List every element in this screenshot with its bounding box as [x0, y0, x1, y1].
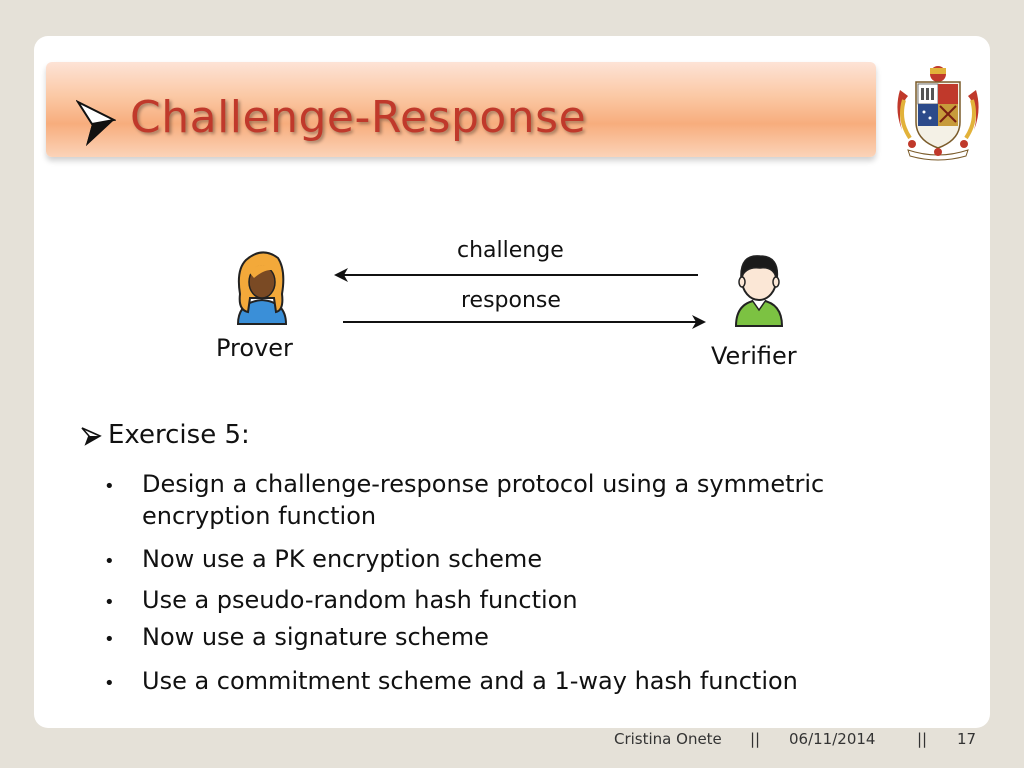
response-label: response: [461, 288, 561, 313]
exercise-heading-row: Exercise 5:: [80, 420, 250, 450]
prover-avatar-icon: [236, 251, 288, 325]
prover-label: Prover: [216, 334, 293, 362]
verifier-avatar-icon: [734, 255, 784, 327]
coat-of-arms-logo: [890, 60, 986, 164]
message-arrows: [334, 268, 706, 329]
footer-date: 06/11/2014: [789, 730, 876, 748]
bullet-marker: •: [104, 629, 115, 650]
slide-title: Challenge-Response: [130, 92, 587, 143]
exercise-arrow-icon: [81, 426, 102, 446]
footer-author: Cristina Onete: [614, 730, 722, 748]
bullet-marker: •: [104, 476, 115, 497]
footer-separator: ||: [750, 730, 761, 748]
footer-page-number: 17: [957, 730, 977, 748]
challenge-label: challenge: [457, 238, 564, 263]
title-banner: [46, 62, 876, 157]
bullet-item-1: Design a challenge-response protocol usi…: [142, 470, 825, 530]
bullet-item-3: Use a pseudo-random hash function: [142, 586, 578, 614]
bullet-item-5: Use a commitment scheme and a 1-way hash…: [142, 667, 798, 695]
exercise-heading: Exercise 5:: [108, 420, 250, 450]
bullet-marker: •: [104, 673, 115, 694]
bullet-marker: •: [104, 551, 115, 572]
footer-separator: ||: [917, 730, 928, 748]
title-arrow-icon: [76, 99, 116, 146]
bullet-marker: •: [104, 592, 115, 613]
challenge-arrowhead-icon: [334, 268, 348, 282]
response-arrowhead-icon: [692, 315, 706, 329]
bullet-item-2: Now use a PK encryption scheme: [142, 545, 543, 573]
bullet-item-4: Now use a signature scheme: [142, 623, 489, 651]
verifier-label: Verifier: [711, 342, 797, 370]
